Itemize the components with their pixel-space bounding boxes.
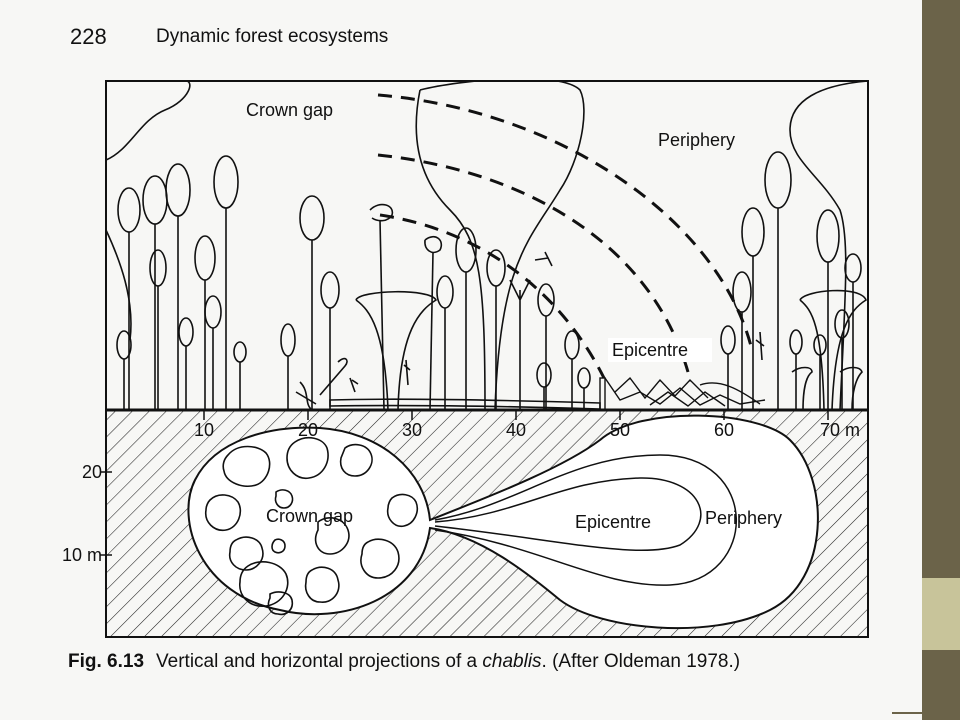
epicentre-debris <box>599 376 766 411</box>
x-axis-tick-marks <box>203 410 829 420</box>
x-tick-label: 40 <box>506 420 526 440</box>
x-axis-tick-labels: 10 20 30 40 50 60 70 m <box>194 420 860 440</box>
slide-side-bar-top <box>922 0 960 578</box>
running-title: Dynamic forest ecosystems <box>156 26 389 47</box>
figure-number: Fig. 6.13 <box>68 651 145 672</box>
x-tick-label: 30 <box>402 420 422 440</box>
label-epicentre-elevation: Epicentre <box>612 340 688 360</box>
label-epicentre-plan: Epicentre <box>575 512 651 532</box>
plan-gap-outline <box>187 414 819 630</box>
elevation-view <box>106 81 868 411</box>
x-tick-label: 50 <box>610 420 630 440</box>
chablis-figure: 10 20 30 40 50 60 70 m 20 10 m Crown gap… <box>62 80 869 638</box>
slide-side-bar-bottom <box>922 650 960 720</box>
caption-text-before: Vertical and horizontal projections of a <box>156 651 483 672</box>
caption-text-after: . (After Oldeman 1978.) <box>541 651 741 672</box>
x-tick-label: 20 <box>298 420 318 440</box>
y-tick-label: 10 m <box>62 545 102 565</box>
label-crown-gap-plan: Crown gap <box>266 506 353 526</box>
label-crown-gap-elevation: Crown gap <box>246 100 333 120</box>
label-periphery-elevation: Periphery <box>658 130 735 150</box>
label-periphery-plan: Periphery <box>705 508 782 528</box>
x-tick-label: 70 m <box>820 420 860 440</box>
epicentre-label-bg <box>608 338 712 362</box>
gap-boundary-arcs <box>377 93 754 379</box>
x-tick-label: 10 <box>194 420 214 440</box>
crown-blobs <box>204 436 419 616</box>
figure-caption: Fig. 6.13 Vertical and horizontal project… <box>68 650 888 673</box>
epicentre-contour-inner <box>434 477 702 552</box>
y-axis-tick-labels: 20 10 m <box>62 462 102 565</box>
epicentre-contour-outer <box>434 454 737 586</box>
y-tick-label: 20 <box>82 462 102 482</box>
slide-accent-line <box>892 712 922 714</box>
tree-silhouettes <box>106 81 868 411</box>
caption-italic-term: chablis <box>482 651 542 672</box>
plan-view <box>106 410 868 637</box>
page-number: 228 <box>70 24 107 49</box>
y-axis-tick-marks <box>100 471 112 556</box>
x-tick-label: 60 <box>714 420 734 440</box>
slide-side-bar-middle <box>922 578 960 650</box>
figure-frame <box>105 80 869 638</box>
